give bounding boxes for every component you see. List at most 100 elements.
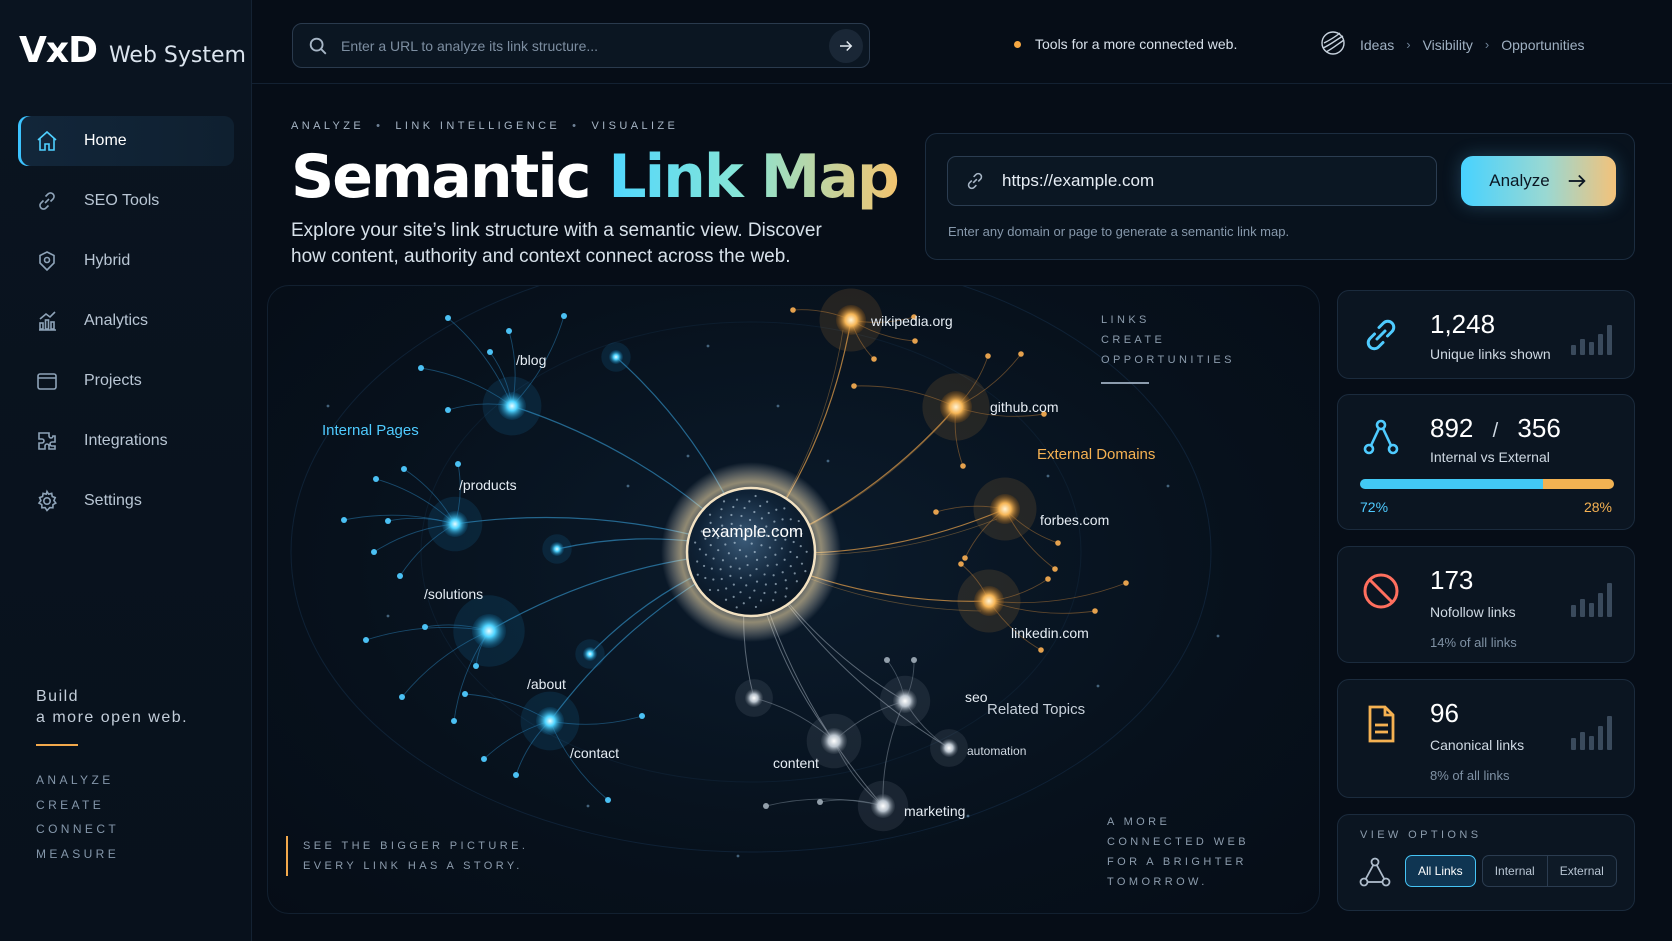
link-map-graph[interactable] bbox=[268, 286, 1320, 914]
globe-dot bbox=[795, 556, 799, 559]
sidebar-item-seo-tools[interactable]: SEO Tools bbox=[18, 176, 234, 226]
analyze-button[interactable]: Analyze bbox=[1461, 156, 1616, 206]
globe-dot bbox=[717, 549, 720, 552]
sidebar-item-hybrid[interactable]: Hybrid bbox=[18, 236, 234, 286]
node-label-linkedin[interactable]: linkedin.com bbox=[1011, 625, 1089, 641]
sidebar-item-home[interactable]: Home bbox=[18, 116, 234, 166]
sidebar-item-label: Projects bbox=[84, 372, 142, 389]
ambient-particle bbox=[1166, 484, 1170, 488]
globe-dot bbox=[704, 553, 708, 556]
globe-dot bbox=[774, 582, 777, 586]
breadcrumb-item-ideas[interactable]: Ideas bbox=[1360, 36, 1395, 53]
sidebar-item-settings[interactable]: Settings bbox=[18, 476, 234, 526]
node-label-github[interactable]: github.com bbox=[990, 399, 1059, 415]
satellite-dot bbox=[1018, 351, 1024, 357]
globe-dot bbox=[766, 500, 769, 503]
node-label-about[interactable]: /about bbox=[527, 676, 566, 692]
footer-line-2: a more open web. bbox=[36, 709, 189, 726]
globe-dot bbox=[766, 564, 769, 567]
globe-dot bbox=[696, 573, 699, 576]
satellite-dot bbox=[911, 314, 917, 320]
logo[interactable]: VxD Web System bbox=[19, 30, 246, 71]
globe-dot bbox=[711, 529, 715, 532]
satellite-dot bbox=[639, 713, 645, 719]
globe-dot bbox=[704, 537, 707, 540]
node-forbes bbox=[990, 494, 1020, 524]
globe-dot bbox=[754, 525, 758, 528]
search-input[interactable] bbox=[341, 37, 829, 54]
node-label-automation[interactable]: automation bbox=[967, 744, 1027, 758]
node-label-marketing[interactable]: marketing bbox=[904, 803, 966, 819]
node-label-content[interactable]: content bbox=[773, 755, 819, 771]
globe-dot bbox=[708, 513, 712, 516]
integrations-icon bbox=[34, 428, 60, 454]
node-label-forbes[interactable]: forbes.com bbox=[1040, 512, 1110, 528]
satellite-dot bbox=[817, 799, 823, 805]
globe-dot bbox=[748, 596, 751, 599]
globe-dot bbox=[727, 552, 730, 555]
globe-dot bbox=[775, 563, 778, 566]
sidebar-item-projects[interactable]: Projects bbox=[18, 356, 234, 406]
mini-bar-chart bbox=[1571, 321, 1612, 355]
footer-words: ANALYZE CREATE CONNECT MEASURE bbox=[36, 768, 188, 866]
stat-card-nofollow[interactable]: 173 Nofollow links 14% of all links bbox=[1337, 546, 1635, 663]
node-label-contact[interactable]: /contact bbox=[570, 745, 620, 761]
search-bar[interactable] bbox=[292, 23, 870, 68]
globe-dot bbox=[753, 510, 756, 514]
globe-dot bbox=[789, 518, 792, 521]
group-label-internal: Internal Pages bbox=[322, 422, 419, 439]
sidebar-item-label: Integrations bbox=[84, 432, 168, 449]
url-field[interactable] bbox=[947, 156, 1437, 206]
stat-card-internal-external[interactable]: 892 / 356 Internal vs External 72% 28% bbox=[1337, 394, 1635, 530]
breadcrumb-item-opportunities[interactable]: Opportunities bbox=[1501, 36, 1585, 53]
globe-dot bbox=[732, 595, 735, 598]
eyebrow-item: LINK INTELLIGENCE bbox=[395, 120, 561, 132]
sidebar-item-label: Settings bbox=[84, 492, 142, 509]
node-label-solutions[interactable]: /solutions bbox=[424, 586, 484, 602]
node-content bbox=[821, 728, 847, 754]
globe-dot bbox=[789, 550, 792, 554]
search-submit-button[interactable] bbox=[829, 28, 863, 63]
analyze-hint: Enter any domain or page to generate a s… bbox=[948, 224, 1290, 239]
ambient-particle bbox=[776, 404, 780, 408]
globe-dot bbox=[724, 543, 727, 546]
stat-card-canonical[interactable]: 96 Canonical links 8% of all links bbox=[1337, 679, 1635, 798]
node-label-seo[interactable]: seo bbox=[965, 689, 988, 705]
satellite-dot bbox=[1123, 580, 1129, 586]
globe-dot bbox=[753, 550, 756, 554]
sidebar-item-integrations[interactable]: Integrations bbox=[18, 416, 234, 466]
globe-dot bbox=[755, 567, 758, 571]
globe-dot bbox=[732, 583, 735, 586]
satellite-dot bbox=[911, 657, 917, 663]
globe-dot bbox=[710, 567, 713, 570]
view-option-external[interactable]: External bbox=[1547, 855, 1617, 887]
sidebar: VxD Web System Home SEO Tools Hybrid bbox=[0, 0, 252, 941]
sidebar-item-label: Home bbox=[84, 132, 127, 149]
sidebar-item-analytics[interactable]: Analytics bbox=[18, 296, 234, 346]
stat-sub-canonical: 8% of all links bbox=[1430, 768, 1510, 783]
satellite-dot bbox=[605, 797, 611, 803]
stat-value-split: 892 / 356 bbox=[1430, 413, 1561, 444]
breadcrumb-item-visibility[interactable]: Visibility bbox=[1422, 36, 1473, 53]
node-label-products[interactable]: /products bbox=[459, 477, 517, 493]
globe-dot bbox=[781, 571, 784, 574]
note-links-create: LINKS CREATE OPPORTUNITIES bbox=[1101, 310, 1235, 384]
globe-dot bbox=[774, 553, 777, 556]
globe-dot bbox=[720, 577, 723, 581]
globe-dot bbox=[793, 572, 796, 575]
home-icon bbox=[34, 128, 60, 154]
view-option-internal[interactable]: Internal bbox=[1481, 855, 1548, 887]
node-label-blog[interactable]: /blog bbox=[516, 352, 547, 368]
view-option-all-links[interactable]: All Links bbox=[1405, 855, 1476, 887]
node-solutions bbox=[472, 614, 506, 648]
globe-dot bbox=[719, 516, 722, 519]
tagline-dot bbox=[1014, 40, 1021, 48]
note-connected-web: A MORE CONNECTED WEB FOR A BRIGHTER TOMO… bbox=[1107, 812, 1249, 892]
globe-dot bbox=[733, 541, 736, 544]
node-label-wikipedia[interactable]: wikipedia.org bbox=[871, 313, 953, 329]
node-automation bbox=[940, 739, 958, 757]
globe-dot bbox=[709, 521, 712, 524]
stat-card-unique-links[interactable]: 1,248 Unique links shown bbox=[1337, 290, 1635, 379]
node-about bbox=[536, 707, 564, 735]
url-input[interactable] bbox=[1002, 171, 1436, 191]
